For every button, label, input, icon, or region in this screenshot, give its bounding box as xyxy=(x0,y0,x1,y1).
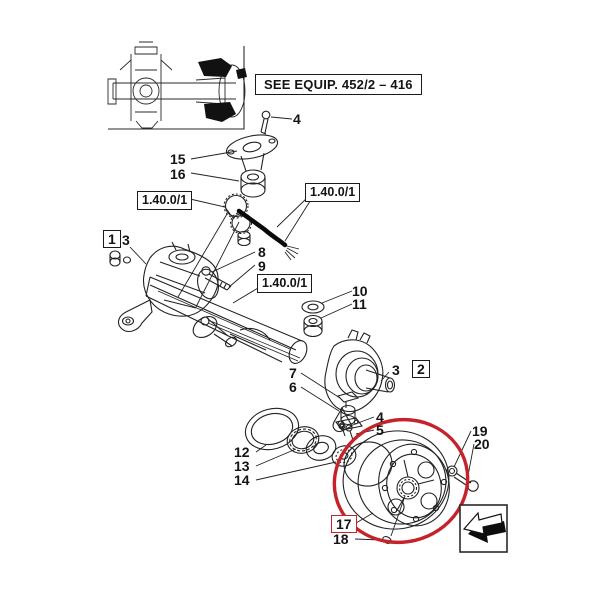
leader-15-16 xyxy=(190,150,240,182)
callout-14: 14 xyxy=(234,472,250,488)
callout-3-right: 3 xyxy=(392,362,400,378)
callout-1-boxed: 1 xyxy=(103,230,121,248)
ref-box-upper-right[interactable]: 1.40.0/1 xyxy=(305,183,361,202)
inset-overview-drawing xyxy=(107,41,247,130)
callout-4-mid: 4 xyxy=(376,409,384,425)
callout-16: 16 xyxy=(170,166,186,182)
page-back-arrow-icon xyxy=(462,511,506,543)
callout-15: 15 xyxy=(170,151,186,167)
exploded-view-linework xyxy=(109,110,479,544)
bolt-4-top xyxy=(260,110,293,135)
callout-11: 11 xyxy=(352,296,367,312)
callout-3-left: 3 xyxy=(122,232,130,248)
bolt-8-9 xyxy=(201,251,256,291)
callout-13: 13 xyxy=(234,458,250,474)
leader-refbox-left xyxy=(189,198,234,219)
ref-box-left[interactable]: 1.40.0/1 xyxy=(137,191,193,210)
bushing-16 xyxy=(240,169,266,198)
washer-10-bushing-11 xyxy=(301,290,353,338)
ref-box-middle[interactable]: 1.40.0/1 xyxy=(257,274,313,293)
callout-19: 19 xyxy=(472,423,488,439)
support-15 xyxy=(225,134,279,172)
callout-7: 7 xyxy=(289,365,297,381)
bearing-13 xyxy=(286,426,337,461)
callout-5-mid: 5 xyxy=(376,422,384,438)
see-equip-reference[interactable]: SEE EQUIP. 452/2 – 416 xyxy=(255,74,422,95)
callout-9: 9 xyxy=(258,258,266,274)
callout-4-top: 4 xyxy=(293,111,301,127)
highlight-ellipse xyxy=(332,417,470,545)
callout-18: 18 xyxy=(333,531,349,547)
callout-20: 20 xyxy=(474,436,490,452)
callout-12: 12 xyxy=(234,444,250,460)
right-knuckle xyxy=(324,329,396,432)
seal-12 xyxy=(244,407,300,451)
callout-17-highlighted: 17 xyxy=(331,515,357,533)
leaders-12-13-14 xyxy=(255,444,337,481)
sensor-cable xyxy=(236,208,300,261)
callout-6: 6 xyxy=(289,379,297,395)
leader-refbox-middle xyxy=(232,287,259,304)
callout-8: 8 xyxy=(258,244,266,260)
leader-refbox-upper-right xyxy=(276,197,313,242)
left-knuckle xyxy=(109,241,219,332)
callout-10: 10 xyxy=(352,283,368,299)
axle-housing xyxy=(145,276,308,364)
hub-17 xyxy=(342,430,450,530)
page-back-button[interactable] xyxy=(459,504,508,553)
callout-2-boxed: 2 xyxy=(412,360,430,378)
